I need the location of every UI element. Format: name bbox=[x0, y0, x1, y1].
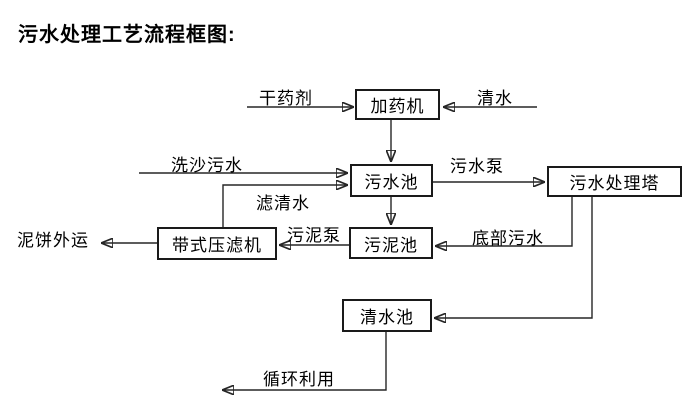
node-sewage-pool: 污水池 bbox=[350, 164, 433, 197]
edge-label-recycle-use: 循环利用 bbox=[263, 370, 335, 389]
node-sludge-pool: 污泥池 bbox=[349, 227, 433, 259]
node-dosing-machine: 加药机 bbox=[355, 89, 440, 120]
arrow-tower-bottom-to-sludge-pool bbox=[435, 197, 573, 246]
arrow-clean-water-pool-to-recycle bbox=[222, 332, 387, 390]
edge-label-mud-cake-out: 泥饼外运 bbox=[17, 231, 89, 250]
edge-label-sand-washing-sewage: 洗沙污水 bbox=[171, 156, 243, 175]
edge-label-dry-agent: 干药剂 bbox=[259, 89, 313, 108]
node-belt-filter-press: 带式压滤机 bbox=[157, 227, 277, 260]
edge-label-sludge-pump: 污泥泵 bbox=[287, 226, 341, 245]
node-sewage-treatment-tower: 污水处理塔 bbox=[547, 166, 682, 197]
node-clean-water-pool: 清水池 bbox=[342, 299, 432, 332]
arrow-tower-to-clean-water-pool bbox=[434, 197, 593, 318]
page-title: 污水处理工艺流程框图: bbox=[18, 24, 236, 46]
edge-label-bottom-sewage: 底部污水 bbox=[472, 229, 544, 248]
edge-label-filtered-water: 滤清水 bbox=[256, 194, 310, 213]
arrow-filtered-water-to-sewage-pool bbox=[222, 185, 348, 227]
edge-label-sewage-pump: 污水泵 bbox=[450, 157, 504, 176]
edge-label-clean-water: 清水 bbox=[477, 89, 513, 108]
